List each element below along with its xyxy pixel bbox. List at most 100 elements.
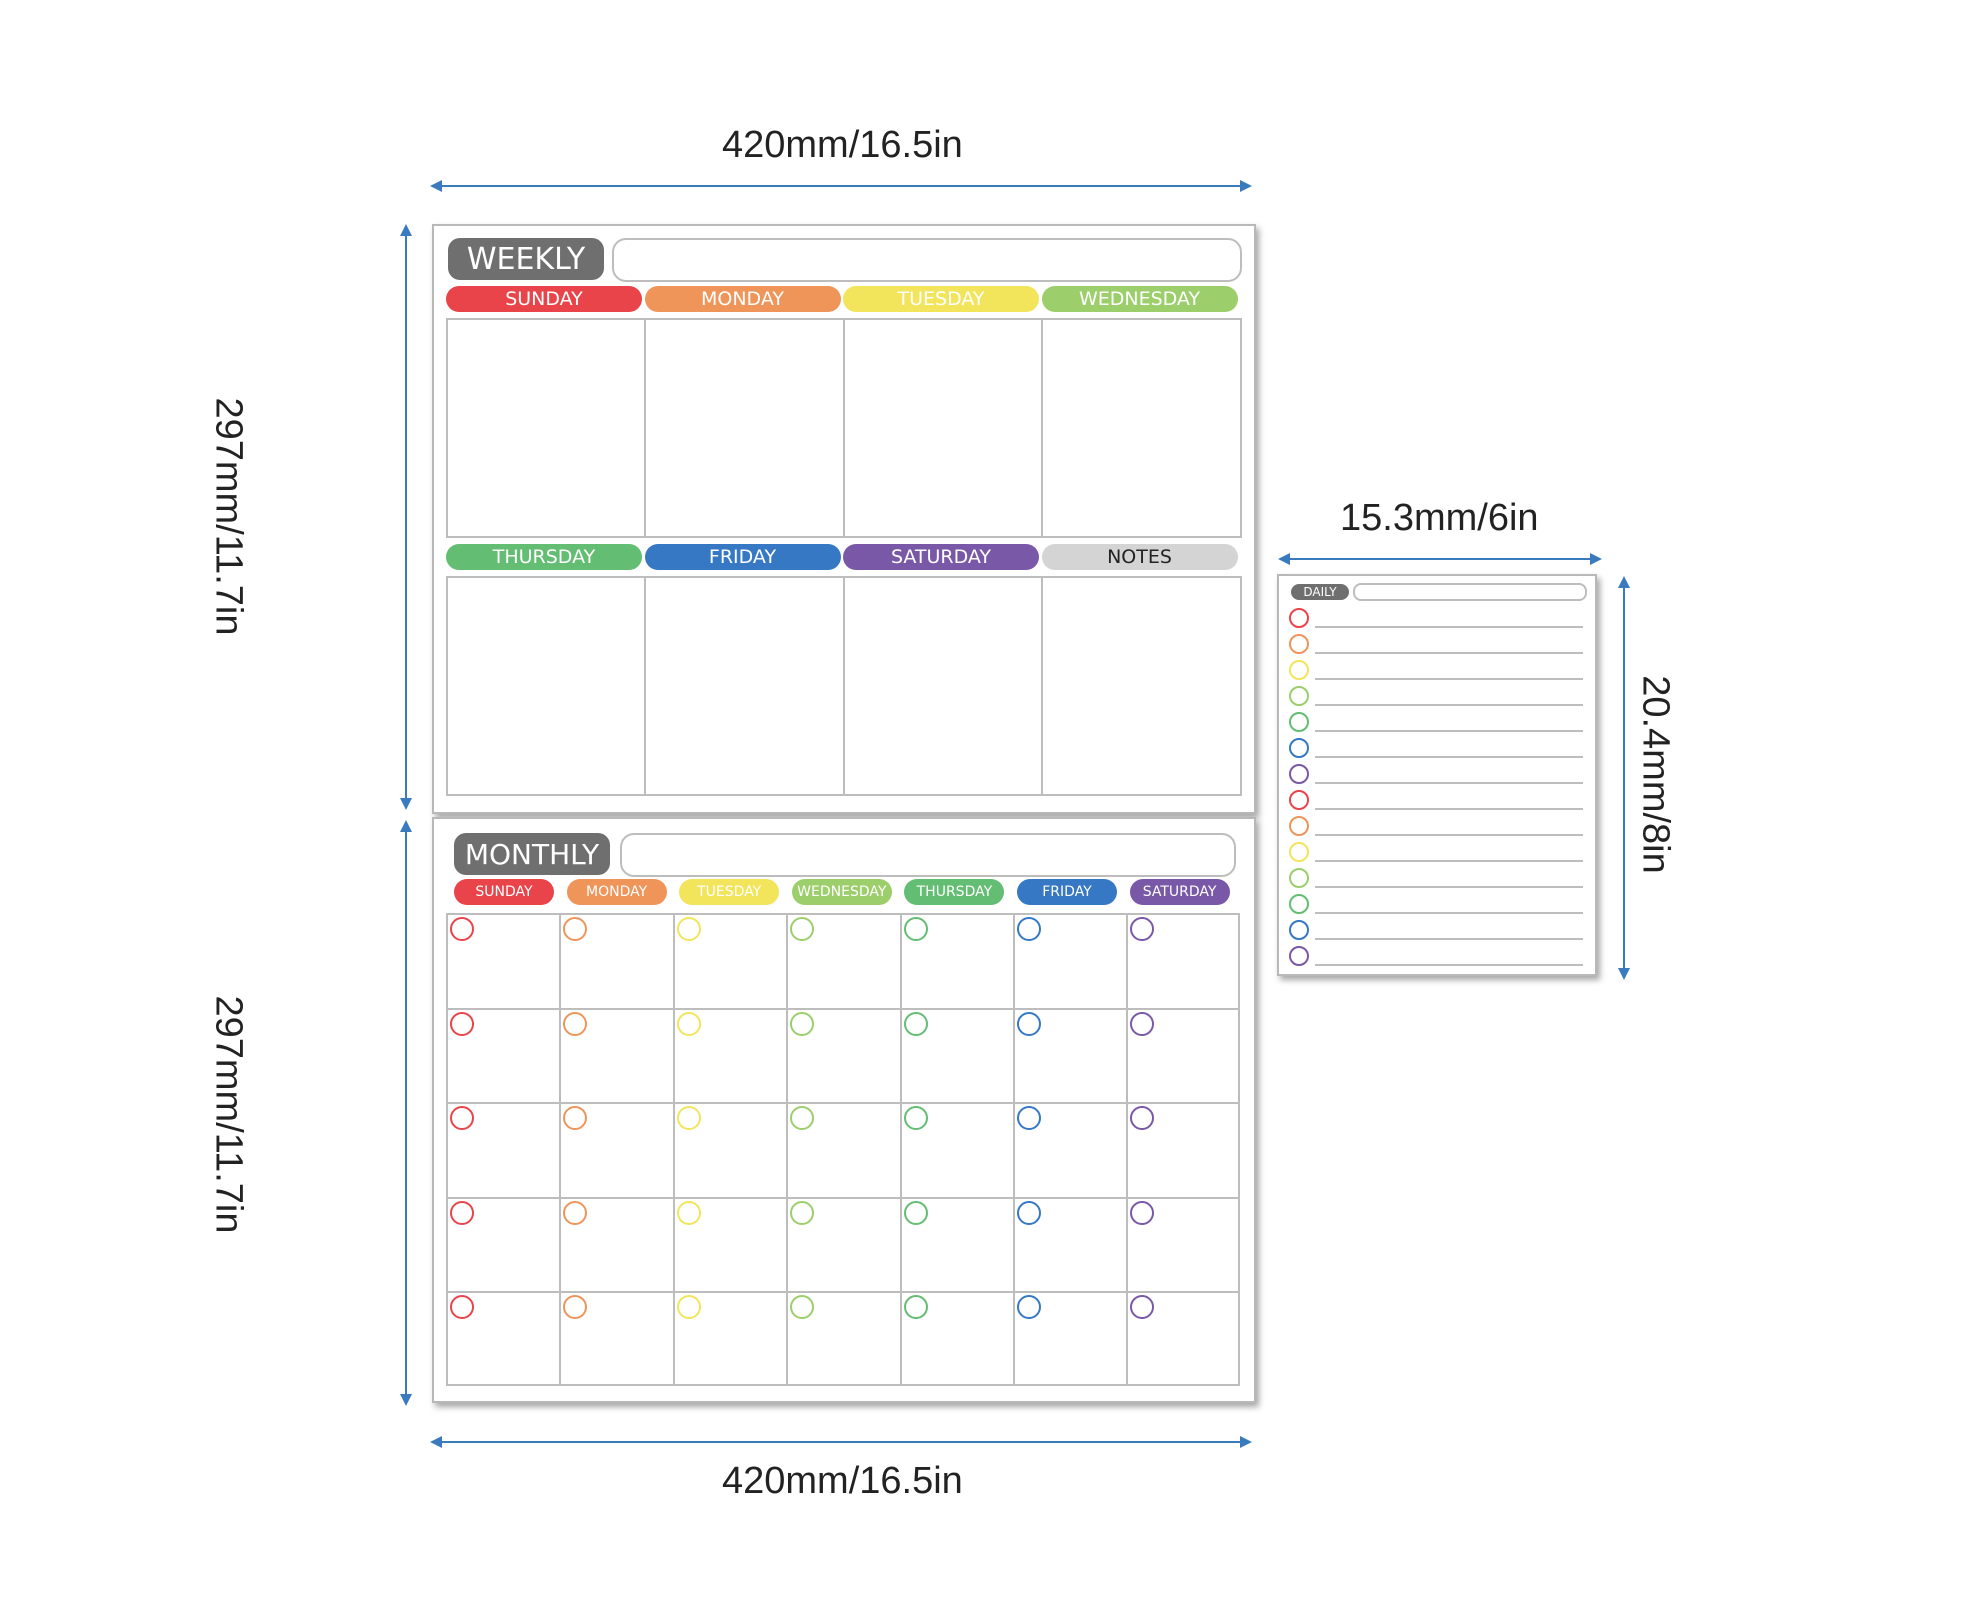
- day-label-thursday: THURSDAY: [904, 879, 1005, 905]
- date-circle: [1017, 1106, 1041, 1131]
- daily-line: [1315, 730, 1583, 732]
- monthly-column-divider: [1013, 913, 1015, 1386]
- weekly-height-arrow: [400, 224, 412, 810]
- monthly-row-divider: [446, 1102, 1240, 1105]
- daily-checkbox: [1289, 790, 1309, 810]
- daily-checkbox: [1289, 894, 1309, 914]
- date-circle: [903, 1200, 928, 1225]
- day-label-sunday: SUNDAY: [446, 286, 642, 312]
- monthly-grid-frame: [446, 913, 1240, 1386]
- daily-line: [1315, 860, 1583, 862]
- date-circle: [790, 1011, 815, 1036]
- daily-checkbox: [1289, 842, 1309, 862]
- weekly-top-divider: [644, 318, 646, 538]
- day-label-saturday: SATURDAY: [1129, 879, 1230, 905]
- date-circle: [1130, 1106, 1155, 1131]
- weekly-title: WEEKLY: [448, 238, 604, 280]
- daily-checkbox: [1289, 764, 1309, 784]
- day-label-friday: FRIDAY: [1017, 879, 1117, 905]
- date-circle: [903, 1106, 928, 1131]
- daily-line: [1315, 912, 1583, 914]
- date-circle: [1017, 917, 1041, 941]
- monthly-column-divider: [559, 913, 562, 1386]
- daily-line: [1315, 704, 1583, 706]
- daily-title: DAILY: [1291, 584, 1349, 600]
- daily-checkbox: [1289, 920, 1309, 940]
- daily-line: [1315, 886, 1583, 888]
- daily-line: [1315, 652, 1583, 654]
- day-label-saturday: SATURDAY: [843, 544, 1039, 570]
- date-circle: [790, 1106, 815, 1131]
- date-circle: [1130, 1200, 1155, 1225]
- daily-line: [1315, 756, 1583, 758]
- weekly-bottom-divider: [1041, 576, 1043, 796]
- daily-title-field[interactable]: [1353, 583, 1587, 601]
- date-circle: [790, 1200, 815, 1225]
- date-circle: [1130, 1295, 1155, 1320]
- daily-line: [1315, 678, 1583, 680]
- monthly-row-divider: [446, 1291, 1240, 1294]
- day-label-tuesday: TUESDAY: [843, 286, 1039, 312]
- daily-line: [1315, 782, 1583, 784]
- daily-checkbox: [1289, 660, 1309, 680]
- bottom-width-arrow: [430, 1436, 1252, 1448]
- daily-height-arrow: [1618, 576, 1630, 980]
- weekly-bottom-divider: [843, 576, 845, 796]
- weekly-title-field[interactable]: [612, 238, 1242, 282]
- top-width-arrow: [430, 180, 1252, 192]
- weekly-bottom-divider: [644, 576, 646, 796]
- daily-line: [1315, 626, 1583, 628]
- day-label-thursday: THURSDAY: [446, 544, 642, 570]
- date-circle: [676, 1200, 701, 1225]
- date-circle: [790, 917, 815, 941]
- daily-board: DAILY: [1277, 574, 1597, 976]
- daily-checkbox: [1289, 868, 1309, 888]
- date-circle: [1017, 1200, 1041, 1225]
- daily-checkbox: [1289, 634, 1309, 654]
- date-circle: [790, 1295, 815, 1320]
- weekly-height-label: 297mm/11.7in: [207, 397, 250, 636]
- daily-checkbox: [1289, 738, 1309, 758]
- date-circle: [1130, 1011, 1155, 1036]
- monthly-height-arrow: [400, 820, 412, 1406]
- daily-checkbox: [1289, 946, 1309, 966]
- day-label-monday: MONDAY: [566, 879, 667, 905]
- day-label-notes: NOTES: [1041, 544, 1238, 570]
- date-circle: [676, 1295, 701, 1320]
- date-circle: [676, 1106, 701, 1131]
- date-circle: [563, 1011, 588, 1036]
- date-circle: [903, 1295, 928, 1320]
- monthly-column-divider: [899, 913, 902, 1386]
- weekly-top-divider: [843, 318, 845, 538]
- monthly-column-divider: [786, 913, 789, 1386]
- monthly-height-label: 297mm/11.7in: [207, 995, 250, 1234]
- date-circle: [450, 917, 474, 941]
- monthly-row-divider: [446, 1007, 1240, 1010]
- day-label-wednesday: WEDNESDAY: [791, 879, 892, 905]
- date-circle: [563, 917, 588, 941]
- day-label-monday: MONDAY: [644, 286, 841, 312]
- date-circle: [903, 917, 928, 941]
- daily-line: [1315, 808, 1583, 810]
- date-circle: [1017, 1295, 1041, 1320]
- date-circle: [676, 917, 701, 941]
- weekly-top-divider: [1041, 318, 1043, 538]
- bottom-width-label: 420mm/16.5in: [722, 1460, 963, 1502]
- monthly-title: MONTHLY: [454, 833, 610, 875]
- daily-checkbox: [1289, 686, 1309, 706]
- daily-width-label: 15.3mm/6in: [1340, 497, 1539, 539]
- daily-line: [1315, 964, 1583, 966]
- daily-line: [1315, 938, 1583, 940]
- daily-checkbox: [1289, 608, 1309, 628]
- date-circle: [563, 1106, 588, 1131]
- date-circle: [903, 1011, 928, 1036]
- monthly-row-divider: [446, 1196, 1240, 1199]
- monthly-title-field[interactable]: [620, 833, 1236, 877]
- day-label-tuesday: TUESDAY: [679, 879, 780, 905]
- monthly-column-divider: [1126, 913, 1129, 1386]
- monthly-column-divider: [672, 913, 675, 1386]
- date-circle: [1017, 1011, 1041, 1036]
- date-circle: [450, 1011, 474, 1036]
